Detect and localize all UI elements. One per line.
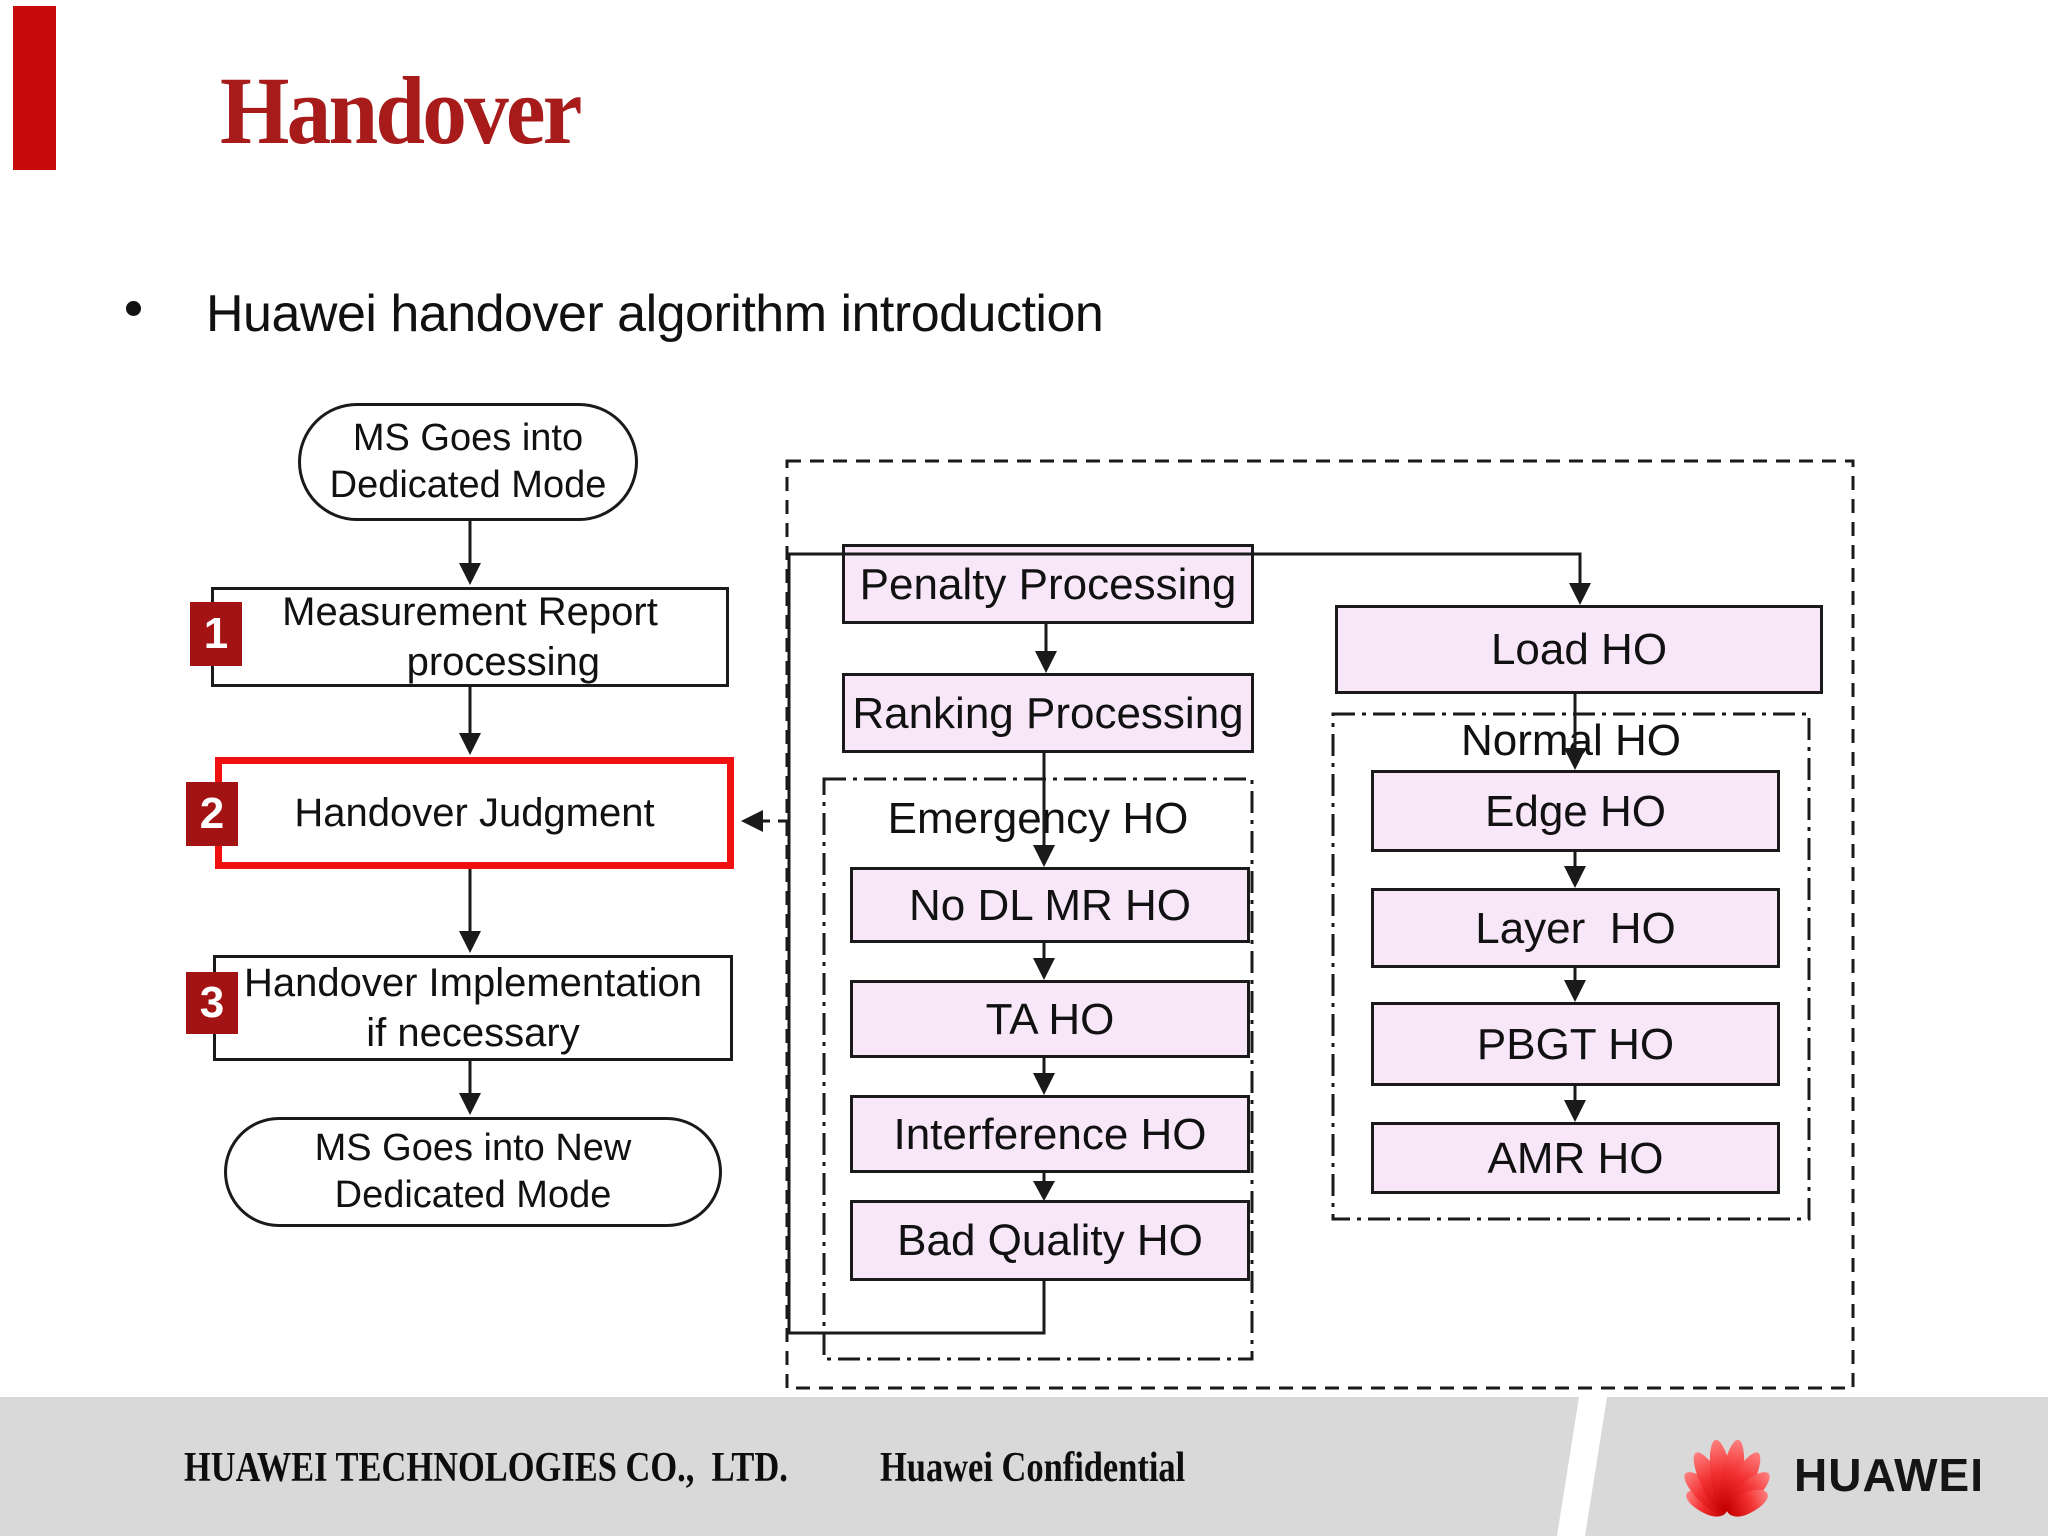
step-box-handover-judgment: Handover Judgment [215,757,734,869]
step-badge-2-number: 2 [199,789,225,838]
step-badge-1-number: 1 [203,609,229,658]
layer-ho-label: Layer HO [1475,903,1676,953]
huawei-logo-wordmark: HUAWEI [1794,1449,1984,1501]
load-ho-label: Load HO [1490,625,1668,674]
step-label-handover-judgment: Handover Judgment [294,791,655,835]
footer-confidential-text: Huawei Confidential [880,1445,1186,1491]
interference-ho-label: Interference HO [893,1109,1207,1159]
end-terminator: MS Goes into New Dedicated Mode [224,1117,722,1227]
pbgt-ho-label: PBGT HO [1476,1019,1675,1069]
start-terminator-label: MS Goes into Dedicated Mode [329,416,607,507]
normal-ho-group-title: Normal HO [1460,716,1682,765]
bad-quality-ho-box: Bad Quality HO [850,1200,1250,1281]
penalty-processing-box: Penalty Processing [842,544,1254,624]
step-box-measurement-report: Measurement Report processing [211,587,729,687]
edge-ho-label: Edge HO [1485,786,1666,836]
huawei-logo-icon [1668,1420,1786,1522]
edge-ho-box: Edge HO [1371,770,1780,852]
amr-ho-box: AMR HO [1371,1122,1780,1194]
corner-accent-bar [13,6,56,170]
bullet-icon [126,301,141,316]
ta-ho-box: TA HO [850,980,1250,1058]
step-badge-3-number: 3 [199,978,225,1027]
emergency-ho-group-title: Emergency HO [887,794,1189,843]
load-ho-box: Load HO [1335,605,1823,694]
bad-quality-ho-label: Bad Quality HO [897,1216,1203,1265]
amr-ho-label: AMR HO [1487,1133,1664,1183]
footer-company-text: HUAWEI TECHNOLOGIES CO., LTD. [184,1445,788,1491]
step-label-handover-implementation: Handover Implementation if necessary [243,961,703,1055]
ranking-processing-label: Ranking Processing [852,688,1244,738]
step-badge-2: 2 [186,782,238,846]
pbgt-ho-box: PBGT HO [1371,1002,1780,1086]
step-badge-1: 1 [190,602,242,666]
step-badge-3: 3 [186,972,238,1034]
layer-ho-box: Layer HO [1371,888,1780,968]
end-terminator-label: MS Goes into New Dedicated Mode [314,1126,632,1217]
bullet-text: Huawei handover algorithm introduction [206,285,1104,343]
ranking-processing-box: Ranking Processing [842,673,1254,753]
step-label-measurement-report: Measurement Report processing [282,590,658,684]
no-dl-mr-ho-label: No DL MR HO [909,880,1191,930]
ta-ho-label: TA HO [985,994,1115,1044]
penalty-processing-label: Penalty Processing [859,559,1237,609]
page-title: Handover [220,57,582,164]
start-terminator: MS Goes into Dedicated Mode [298,403,638,521]
no-dl-mr-ho-box: No DL MR HO [850,867,1250,943]
interference-ho-box: Interference HO [850,1095,1250,1173]
step-box-handover-implementation: Handover Implementation if necessary [213,955,733,1061]
